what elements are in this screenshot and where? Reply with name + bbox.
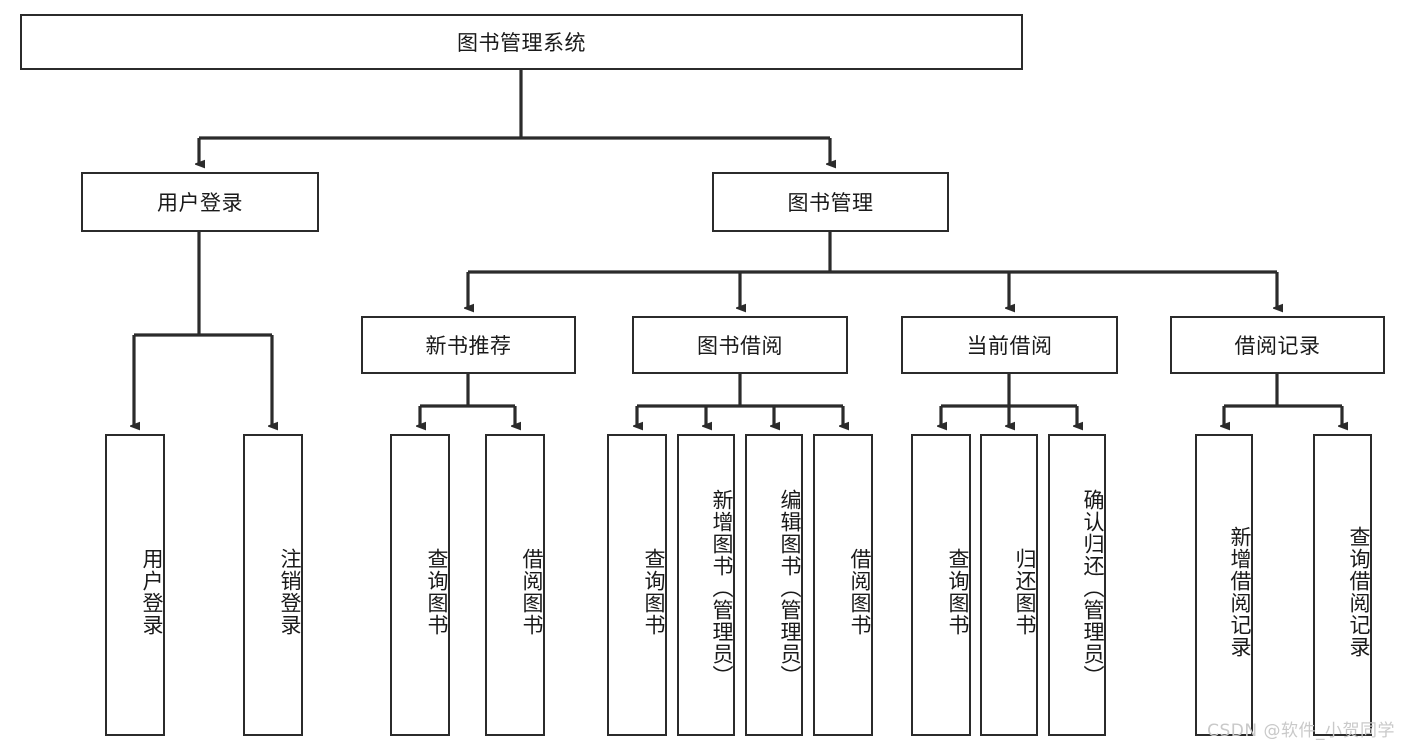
node-leaf-confirm-return-label: 确认归还（管理员） <box>1081 489 1105 687</box>
node-leaf-query-record[interactable]: 查询借阅记录 <box>1313 434 1372 736</box>
node-book-management[interactable]: 图书管理 <box>712 172 949 232</box>
node-leaf-query-book-3-label: 查询图书 <box>946 548 970 636</box>
node-leaf-query-book-1[interactable]: 查询图书 <box>390 434 450 736</box>
node-leaf-edit-book[interactable]: 编辑图书（管理员） <box>745 434 803 736</box>
node-leaf-confirm-return[interactable]: 确认归还（管理员） <box>1048 434 1106 736</box>
node-new-book-recommend[interactable]: 新书推荐 <box>361 316 576 374</box>
node-root[interactable]: 图书管理系统 <box>20 14 1023 70</box>
node-leaf-add-book-label: 新增图书（管理员） <box>710 489 734 687</box>
node-leaf-query-book-1-label: 查询图书 <box>425 548 449 636</box>
node-root-label: 图书管理系统 <box>457 31 586 55</box>
node-book-borrow-label: 图书借阅 <box>697 334 783 358</box>
node-leaf-borrow-book-1[interactable]: 借阅图书 <box>485 434 545 736</box>
node-leaf-query-book-2-label: 查询图书 <box>642 548 666 636</box>
node-leaf-user-logout[interactable]: 注销登录 <box>243 434 303 736</box>
node-leaf-return-book[interactable]: 归还图书 <box>980 434 1038 736</box>
csdn-watermark: CSDN @软件_小贺同学 <box>1207 721 1395 741</box>
node-leaf-edit-book-label: 编辑图书（管理员） <box>778 489 802 687</box>
node-leaf-query-book-2[interactable]: 查询图书 <box>607 434 667 736</box>
node-user-login[interactable]: 用户登录 <box>81 172 319 232</box>
node-leaf-add-book[interactable]: 新增图书（管理员） <box>677 434 735 736</box>
node-leaf-add-record-label: 新增借阅记录 <box>1228 526 1252 658</box>
node-current-borrow[interactable]: 当前借阅 <box>901 316 1118 374</box>
node-leaf-return-book-label: 归还图书 <box>1013 548 1037 636</box>
node-book-management-label: 图书管理 <box>787 191 874 215</box>
node-leaf-query-record-label: 查询借阅记录 <box>1347 526 1371 658</box>
node-borrow-record[interactable]: 借阅记录 <box>1170 316 1385 374</box>
node-leaf-user-logout-label: 注销登录 <box>278 548 302 636</box>
node-leaf-user-login[interactable]: 用户登录 <box>105 434 165 736</box>
node-current-borrow-label: 当前借阅 <box>966 334 1053 358</box>
node-leaf-query-book-3[interactable]: 查询图书 <box>911 434 971 736</box>
node-leaf-add-record[interactable]: 新增借阅记录 <box>1195 434 1253 736</box>
node-leaf-borrow-book-2-label: 借阅图书 <box>848 548 872 636</box>
node-book-borrow[interactable]: 图书借阅 <box>632 316 848 374</box>
node-new-book-recommend-label: 新书推荐 <box>425 334 512 358</box>
node-user-login-label: 用户登录 <box>157 191 243 215</box>
node-leaf-borrow-book-1-label: 借阅图书 <box>520 548 544 636</box>
node-leaf-borrow-book-2[interactable]: 借阅图书 <box>813 434 873 736</box>
node-borrow-record-label: 借阅记录 <box>1234 334 1321 358</box>
node-leaf-user-login-label: 用户登录 <box>140 548 164 636</box>
